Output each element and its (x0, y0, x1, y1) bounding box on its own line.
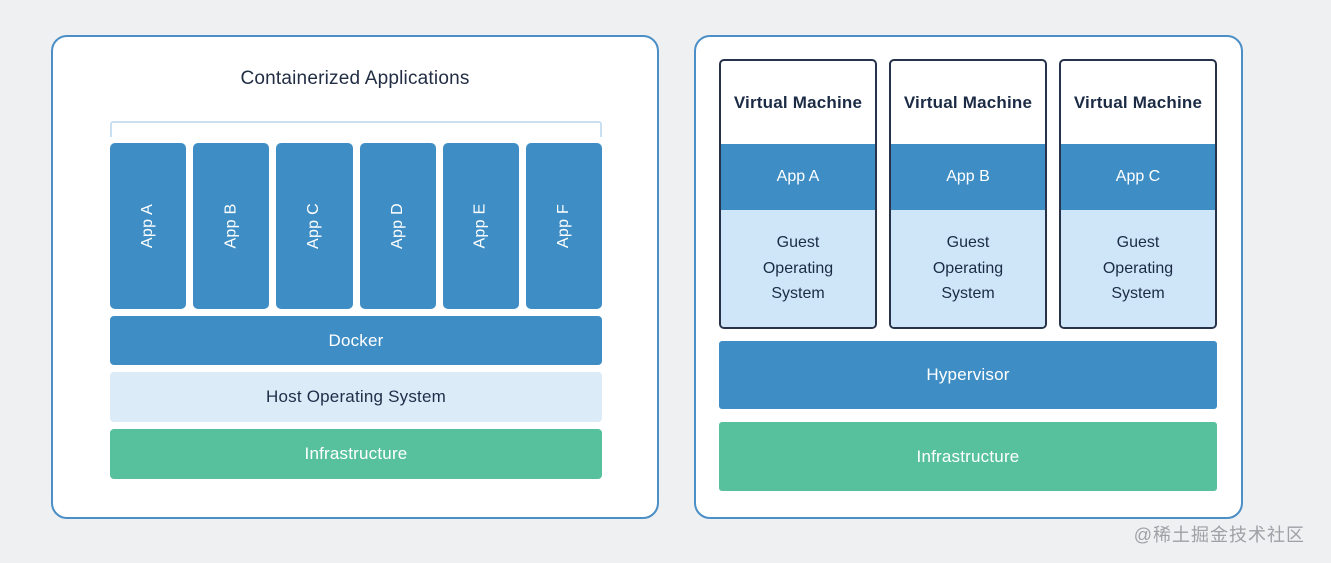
vm-guest-os-section: Guest Operating System (721, 210, 875, 327)
app-column: App C (276, 143, 353, 309)
hypervisor-layer: Hypervisor (719, 341, 1217, 409)
vm-card: Virtual Machine App A Guest Operating Sy… (719, 59, 877, 329)
watermark: @稀土掘金技术社区 (1133, 525, 1305, 545)
app-column: App E (442, 143, 519, 309)
docker-layer: Docker (110, 316, 602, 365)
containerized-applications-panel: Containerized Applications App A App B A… (51, 35, 659, 519)
containerized-applications-title: Containerized Applications (240, 68, 470, 89)
vm-card-title: Virtual Machine (903, 92, 1033, 112)
infrastructure-layer: Infrastructure (110, 429, 602, 479)
vm-card-title: Virtual Machine (733, 92, 863, 112)
vm-card-title: Virtual Machine (1073, 92, 1203, 112)
vm-guest-os-section: Guest Operating System (1061, 210, 1215, 327)
containerized-applications-stack: App A App B App C App D App E App F Dock… (110, 121, 603, 479)
app-column: App D (359, 143, 436, 309)
host-os-layer: Host Operating System (110, 372, 602, 422)
app-columns-row: App A App B App C App D App E App F (110, 143, 603, 309)
virtual-machines-stack: Virtual Machine App A Guest Operating Sy… (719, 59, 1217, 491)
apps-group-bracket (110, 121, 602, 137)
vm-app-section: App B (891, 144, 1045, 210)
infrastructure-layer: Infrastructure (719, 422, 1217, 491)
app-column: App B (193, 143, 270, 309)
virtual-machines-panel: Virtual Machine App A Guest Operating Sy… (694, 35, 1243, 519)
vm-cards-row: Virtual Machine App A Guest Operating Sy… (719, 59, 1217, 329)
vm-guest-os-section: Guest Operating System (891, 210, 1045, 327)
vm-card: Virtual Machine App B Guest Operating Sy… (889, 59, 1047, 329)
app-column-label: App A (139, 203, 157, 249)
app-column-label: App C (305, 203, 323, 249)
app-column-label: App D (388, 203, 406, 249)
app-column: App F (525, 143, 603, 309)
app-column: App A (110, 143, 187, 309)
app-column-label: App E (471, 203, 489, 249)
vm-app-section: App A (721, 144, 875, 210)
vm-card: Virtual Machine App C Guest Operating Sy… (1059, 59, 1217, 329)
app-column-label: App B (222, 203, 240, 249)
vm-app-section: App C (1061, 144, 1215, 210)
app-column-label: App F (554, 203, 572, 249)
